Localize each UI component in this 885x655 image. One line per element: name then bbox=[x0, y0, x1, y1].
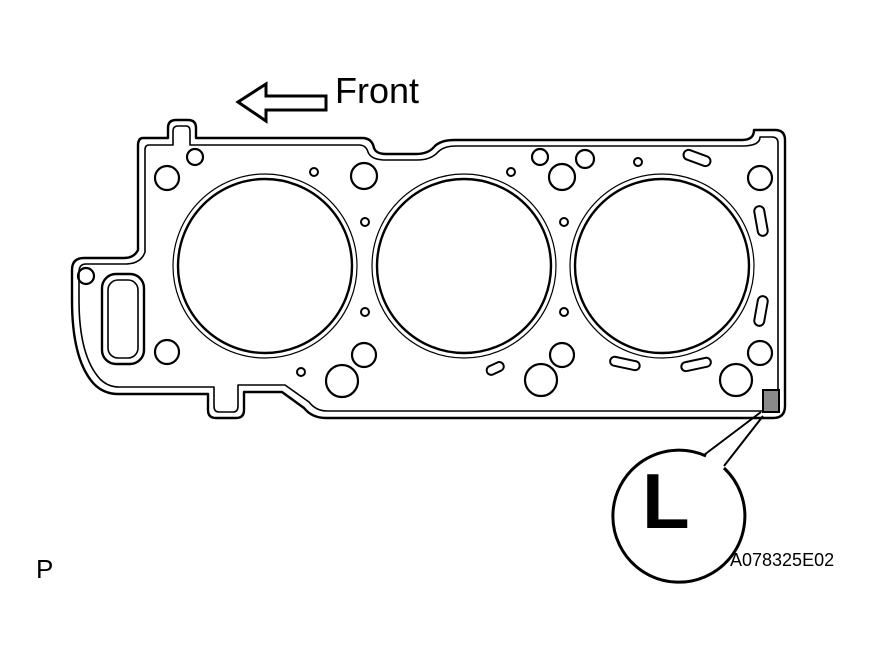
marker-letter: L bbox=[642, 457, 690, 545]
view-letter: P bbox=[36, 554, 54, 584]
cylinder-bore-1 bbox=[176, 177, 354, 355]
small-holes bbox=[296, 157, 643, 377]
cylinder-bore-3 bbox=[573, 177, 751, 355]
figure-code: A078325E02 bbox=[730, 550, 835, 570]
arrow-left-icon bbox=[235, 81, 328, 124]
cylinder-bore-2 bbox=[375, 177, 553, 355]
side-port bbox=[100, 272, 146, 366]
callout-circle bbox=[611, 448, 747, 584]
coolant-slots bbox=[485, 148, 769, 376]
bolt-holes bbox=[76, 147, 774, 399]
identification-mark bbox=[762, 389, 780, 413]
callout-leader bbox=[703, 411, 764, 467]
front-direction-label: Front bbox=[335, 70, 420, 111]
cylinder-bores bbox=[172, 173, 755, 359]
